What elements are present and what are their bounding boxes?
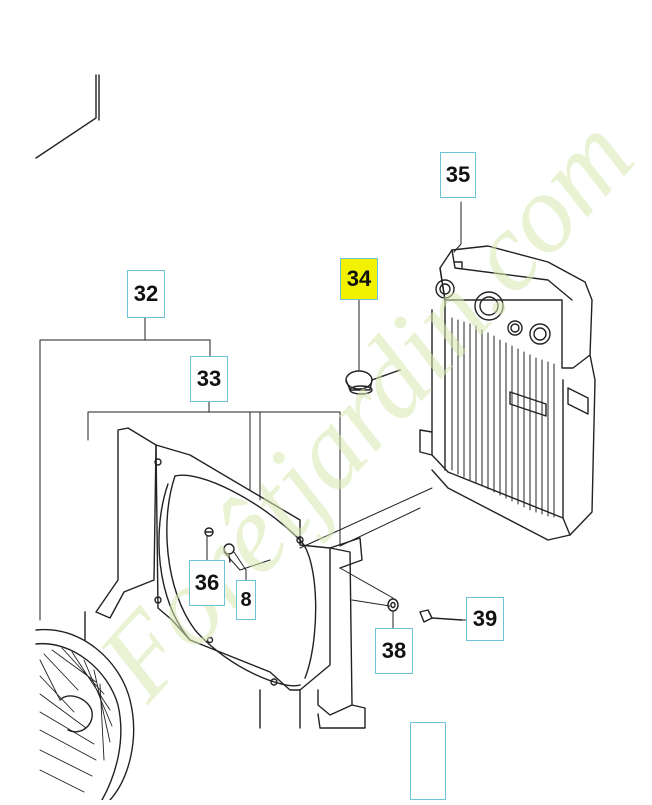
callout-39[interactable]: 39 xyxy=(466,597,504,641)
callout-partial[interactable] xyxy=(410,722,446,800)
callout-38[interactable]: 38 xyxy=(375,628,413,674)
callout-33[interactable]: 33 xyxy=(190,356,228,402)
callout-32[interactable]: 32 xyxy=(127,270,165,318)
radiator-part-35 xyxy=(419,245,596,541)
frame-fragment xyxy=(35,74,100,159)
callout-34[interactable]: 34 xyxy=(340,258,378,300)
cap-part-34 xyxy=(345,369,401,395)
fan-shroud-part-33 xyxy=(84,427,366,729)
callout-8[interactable]: 8 xyxy=(236,580,256,620)
callout-36[interactable]: 36 xyxy=(189,560,225,606)
callout-35[interactable]: 35 xyxy=(440,152,476,198)
washer-part-38 xyxy=(387,598,399,612)
leader-lines xyxy=(39,201,467,629)
bolt-part-36 xyxy=(204,527,214,537)
fan-part xyxy=(35,628,135,801)
screw-part-39 xyxy=(419,609,463,623)
